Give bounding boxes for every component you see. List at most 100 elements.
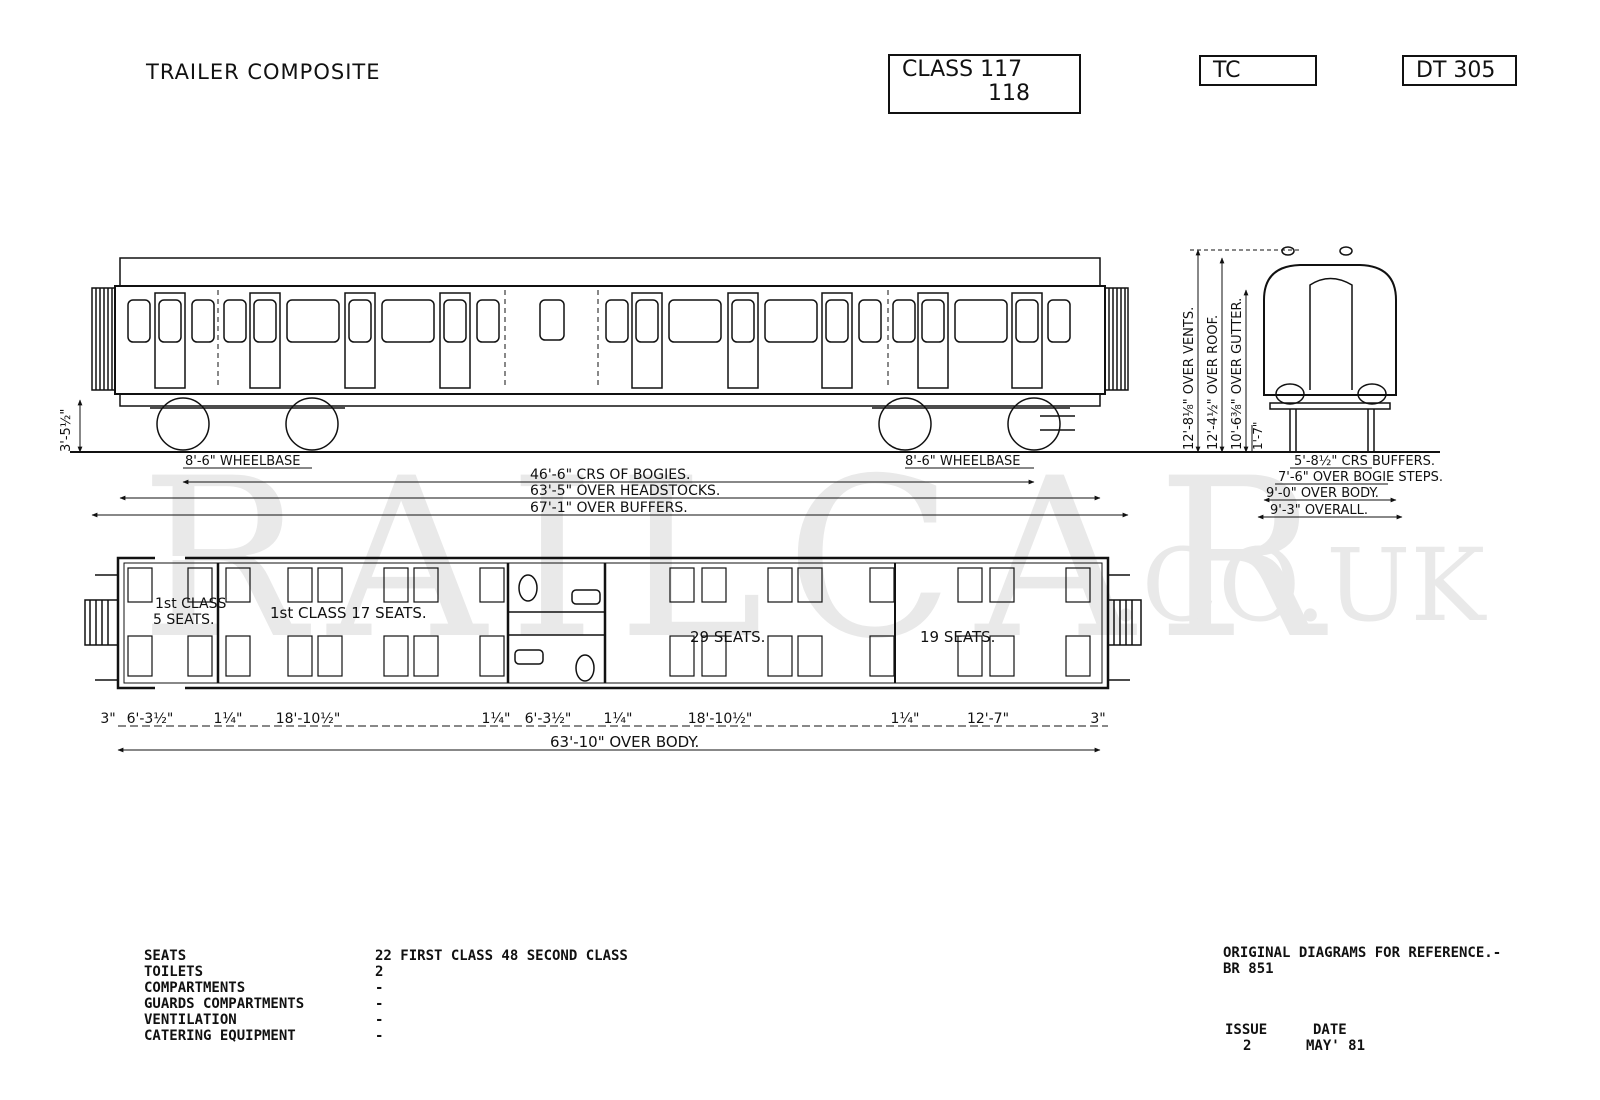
coach-roof	[119, 257, 1101, 287]
plan-dimension-label: 1¼"	[891, 711, 920, 727]
end-buffer-left	[1275, 383, 1305, 405]
partitions	[217, 290, 889, 388]
over-buffers-label: 67'-1" OVER BUFFERS.	[530, 500, 688, 516]
seat-block	[479, 567, 505, 603]
end-buffer-right	[1357, 383, 1387, 405]
seat-block	[869, 635, 895, 677]
first-main-label: 1st CLASS 17 SEATS.	[270, 604, 427, 622]
buffer-height-label: 1'-7"	[1251, 422, 1265, 450]
seat-block	[127, 567, 153, 603]
seat-block	[317, 635, 343, 677]
spec-label: SEATS	[144, 948, 187, 964]
bogie-right	[872, 397, 1075, 451]
crs-of-bogies-label: 46'-6" CRS OF BOGIES.	[530, 467, 690, 483]
seat-block	[797, 567, 823, 603]
plan-view	[84, 556, 1142, 690]
seat-block	[957, 567, 983, 603]
second-a-label: 29 SEATS.	[690, 628, 765, 646]
spec-value: -	[375, 996, 384, 1012]
class-box: CLASS 117 118	[888, 54, 1081, 114]
second-b-label: 19 SEATS.	[920, 628, 995, 646]
seat-block	[287, 635, 313, 677]
plan-dimension-label: 1¼"	[604, 711, 633, 727]
type-code-box: TC	[1199, 55, 1317, 86]
end-gangway-door	[1309, 277, 1353, 390]
seat-block	[225, 567, 251, 603]
spec-labels: SEATS TOILETS COMPARTMENTS GUARDS COMPAR…	[144, 948, 304, 1044]
washbasin-1	[571, 589, 601, 605]
seat-block	[767, 567, 793, 603]
dim-layer: 3"6'-3½"1¼"18'-10½"1¼"6'-3½"1¼"18'-10½"1…	[100, 711, 1105, 727]
plan-dimension-label: 1¼"	[214, 711, 243, 727]
watermark-suffix: .CO.UK	[1110, 527, 1487, 644]
first-small-line1: 1st CLASS	[155, 596, 227, 612]
date-label: DATE	[1313, 1022, 1347, 1038]
toilet-2	[575, 654, 595, 682]
plan-dimension-label: 6'-3½"	[127, 711, 174, 727]
seat-block	[413, 567, 439, 603]
height-to-floor-label: 3'-5½"	[59, 409, 74, 452]
side-windows	[127, 299, 1071, 343]
spec-value: 2	[375, 964, 384, 980]
seat-block	[187, 567, 213, 603]
seat-block	[797, 635, 823, 677]
seat-block	[669, 635, 695, 677]
side-view	[70, 257, 1440, 518]
overall-width-label: 9'-3" OVERALL.	[1270, 503, 1368, 518]
end-body-outline	[1263, 264, 1397, 396]
diagram-number-box: DT 305	[1402, 55, 1517, 86]
seat-block	[317, 567, 343, 603]
spec-value: -	[375, 980, 384, 996]
end-over-body-label: 9'-0" OVER BODY.	[1266, 486, 1379, 501]
seat-block	[479, 635, 505, 677]
over-gutter-label: 10'-6⅜" OVER GUTTER.	[1230, 298, 1245, 450]
seat-block	[1065, 567, 1091, 603]
plan-over-body-label: 63'-10" OVER BODY.	[550, 733, 699, 751]
reference-block: ORIGINAL DIAGRAMS FOR REFERENCE.- BR 851	[1223, 945, 1501, 977]
spec-label: GUARDS COMPARTMENTS	[144, 996, 305, 1012]
underframe	[119, 393, 1101, 407]
seat-block	[701, 567, 727, 603]
spec-values: 22 FIRST CLASS 48 SECOND CLASS 2 - - - -	[375, 948, 628, 1044]
over-bogie-steps-label: 7'-6" OVER BOGIE STEPS.	[1278, 470, 1443, 485]
spec-value: -	[375, 1028, 384, 1044]
seat-block	[383, 635, 409, 677]
seat-block	[701, 635, 727, 677]
spec-label: TOILETS	[144, 964, 204, 980]
seat-layer	[127, 567, 1091, 677]
diagram-title: TRAILER COMPOSITE	[146, 60, 381, 84]
plan-dimension-label: 18'-10½"	[276, 711, 341, 727]
spec-label: COMPARTMENTS	[144, 980, 246, 996]
seat-block	[957, 635, 983, 677]
seat-block	[225, 635, 251, 677]
washbasin-2	[514, 649, 544, 665]
seat-block	[669, 567, 695, 603]
class-line-2: 118	[988, 81, 1030, 106]
plan-dimension-label: 6'-3½"	[525, 711, 572, 727]
seat-block	[383, 567, 409, 603]
plan-dimension-label: 12'-7"	[967, 711, 1009, 727]
gangway-right	[1104, 287, 1129, 391]
reference-line-2: BR 851	[1223, 961, 1274, 977]
seat-block	[413, 635, 439, 677]
seat-block	[1065, 635, 1091, 677]
reference-line-1: ORIGINAL DIAGRAMS FOR REFERENCE.-	[1223, 945, 1502, 961]
spec-value: -	[375, 1012, 384, 1028]
dimension-chain	[117, 725, 1108, 753]
issue-value: 2	[1243, 1038, 1252, 1054]
plan-dimension-label: 1¼"	[482, 711, 511, 727]
seat-block	[767, 635, 793, 677]
crs-buffers-label: 5'-8½" CRS BUFFERS.	[1294, 454, 1435, 469]
issue-label: ISSUE	[1225, 1022, 1268, 1038]
seat-block	[287, 567, 313, 603]
spec-label: CATERING EQUIPMENT	[144, 1028, 296, 1044]
over-headstocks-label: 63'-5" OVER HEADSTOCKS.	[530, 483, 720, 499]
seat-block	[989, 567, 1015, 603]
seat-block	[187, 635, 213, 677]
toilet-1	[518, 574, 538, 602]
plan-dimension-label: 18'-10½"	[688, 711, 753, 727]
class-line-1: CLASS 117	[902, 57, 1023, 82]
over-vents-label: 12'-8⅛" OVER VENTS.	[1182, 307, 1197, 450]
spec-label: VENTILATION	[144, 1012, 237, 1028]
wheelbase-right-label: 8'-6" WHEELBASE	[905, 454, 1021, 469]
